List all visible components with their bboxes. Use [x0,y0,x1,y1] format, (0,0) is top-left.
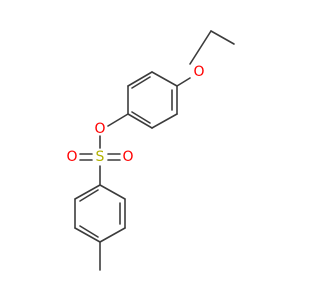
ring2-inner-2 [79,225,99,238]
sulfonyl-oxygen-left-label: O [66,149,77,165]
ring1-bond-f [151,71,178,87]
sulfonyl-oxygen-right-label: O [122,149,133,165]
ethyl-ch2-bond [189,30,212,65]
bond-group [74,30,235,271]
ring1-bond-c [127,113,153,129]
ring1-bond-b [151,113,178,129]
ring2-inner-3 [79,189,99,202]
ring2-bond-d [74,227,101,243]
ether-oxygen-label: O [193,64,204,80]
ring2-bond-c [99,227,126,243]
aryl-ester-o-bond [107,113,129,127]
ring1-inner-3 [131,76,151,89]
ring1-inner-2 [131,111,151,124]
ethyl-methyl-bond [210,30,235,45]
ring1-bond-e [127,71,153,87]
molecule-structure: O O S O O [66,30,235,271]
ether-aryl-bond [176,77,191,87]
sulfur-label: S [96,149,105,165]
ring2-bond-a [99,184,126,200]
ester-oxygen-label: O [94,121,105,137]
ring2-bond-f [74,184,101,200]
